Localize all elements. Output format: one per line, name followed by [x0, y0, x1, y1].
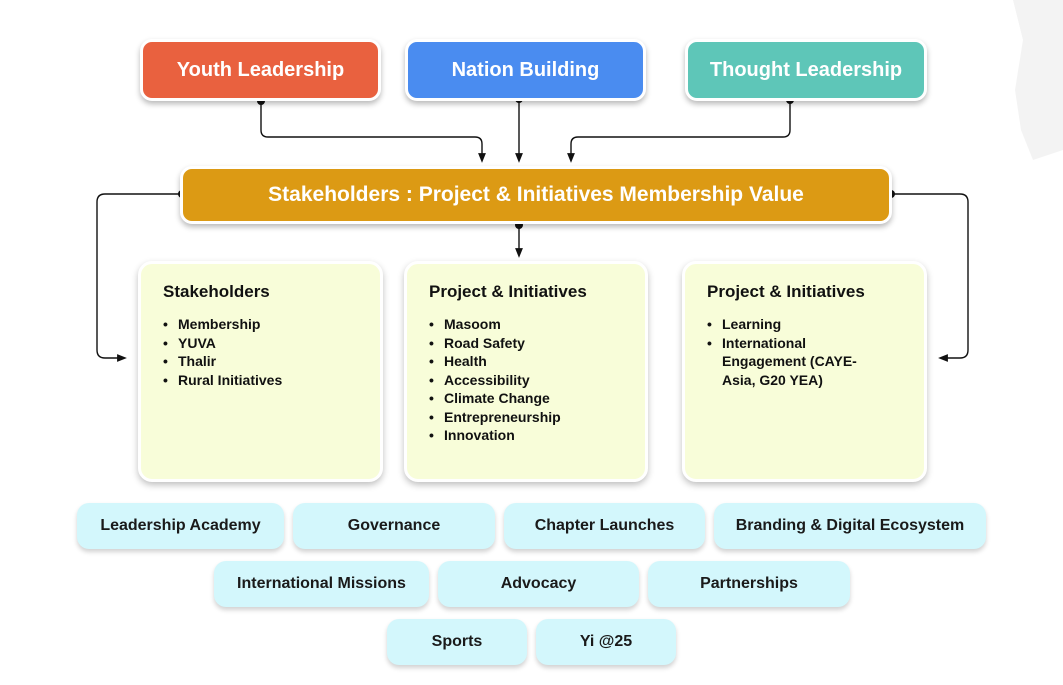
chip-label: Partnerships	[700, 575, 798, 592]
card-list: Masoom Road Safety Health Accessibility …	[429, 315, 623, 445]
thought-leadership-label: Thought Leadership	[709, 58, 903, 81]
watermark-shape	[1013, 0, 1063, 160]
international-projects-card: Project & Initiatives Learning Internati…	[682, 261, 927, 482]
nation-building-label: Nation Building	[451, 58, 600, 81]
card-title: Project & Initiatives	[707, 282, 865, 301]
thought-leadership-box: Thought Leadership	[685, 39, 927, 101]
nation-building-box: Nation Building	[405, 39, 646, 101]
chip-branding-digital: Branding & Digital Ecosystem	[714, 503, 986, 549]
chip-label: Governance	[347, 517, 441, 534]
list-item: Learning	[707, 315, 857, 334]
card-title: Stakeholders	[163, 282, 270, 301]
chip-label: Yi @25	[579, 633, 633, 650]
banner-label: Stakeholders : Project & Initiatives Mem…	[268, 183, 804, 206]
chip-leadership-academy: Leadership Academy	[77, 503, 284, 549]
list-item: YUVA	[163, 334, 358, 353]
list-item: Membership	[163, 315, 358, 334]
chip-yi-25: Yi @25	[536, 619, 676, 665]
connector-youth	[260, 101, 486, 163]
list-item: Innovation	[429, 426, 623, 445]
list-item: Entrepreneurship	[429, 408, 623, 427]
connector-right-loop	[891, 193, 969, 362]
connector-left-loop	[96, 193, 182, 362]
chip-governance: Governance	[293, 503, 495, 549]
card-list: Membership YUVA Thalir Rural Initiatives	[163, 315, 358, 389]
membership-value-banner: Stakeholders : Project & Initiatives Mem…	[180, 166, 892, 224]
list-item: Masoom	[429, 315, 623, 334]
list-item: Accessibility	[429, 371, 623, 390]
chip-label: Branding & Digital Ecosystem	[735, 517, 965, 534]
connector-thought	[567, 100, 791, 163]
list-item: Climate Change	[429, 389, 623, 408]
youth-leadership-box: Youth Leadership	[140, 39, 381, 101]
list-item: Road Safety	[429, 334, 623, 353]
chip-chapter-launches: Chapter Launches	[504, 503, 705, 549]
list-item: Health	[429, 352, 623, 371]
youth-leadership-label: Youth Leadership	[176, 58, 345, 81]
projects-initiatives-card: Project & Initiatives Masoom Road Safety…	[404, 261, 648, 482]
chip-label: International Missions	[237, 575, 406, 592]
card-title: Project & Initiatives	[429, 282, 587, 301]
chip-advocacy: Advocacy	[438, 561, 639, 607]
chip-sports: Sports	[387, 619, 527, 665]
chip-label: Chapter Launches	[534, 517, 675, 534]
chip-international-missions: International Missions	[214, 561, 429, 607]
chip-label: Sports	[431, 633, 483, 650]
card-list: Learning International Engagement (CAYE-…	[707, 315, 857, 389]
list-item: Thalir	[163, 352, 358, 371]
chip-label: Leadership Academy	[100, 517, 261, 534]
stakeholders-card: Stakeholders Membership YUVA Thalir Rura…	[138, 261, 383, 482]
chip-label: Advocacy	[500, 575, 577, 592]
chip-partnerships: Partnerships	[648, 561, 850, 607]
list-item: International Engagement (CAYE-Asia, G20…	[707, 334, 857, 390]
list-item: Rural Initiatives	[163, 371, 358, 390]
